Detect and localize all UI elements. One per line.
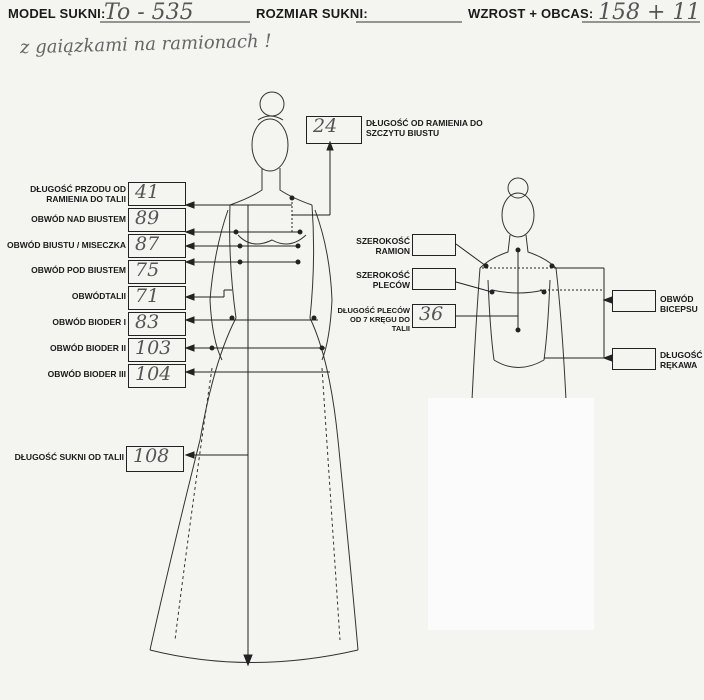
box-skirt-length[interactable]: 108: [126, 445, 184, 472]
box-waist[interactable]: 71: [128, 285, 186, 310]
box-biceps[interactable]: [612, 290, 656, 312]
box-above-bust[interactable]: 89: [128, 207, 186, 232]
label-waist: OBWÓDTALII: [71, 291, 126, 301]
label-front-length: DŁUGOŚĆ PRZODU OD RAMIENIA DO TALII: [30, 184, 126, 204]
box-under-bust[interactable]: 75: [128, 259, 186, 284]
box-bust[interactable]: 87: [128, 233, 186, 258]
label-skirt-length: DŁUGOŚĆ SUKNI OD TALII: [14, 452, 124, 462]
label-hips-1: OBWÓD BIODER I: [52, 317, 126, 327]
label-back-width: SZEROKOŚĆ PLECÓW: [356, 270, 410, 290]
box-hips-2[interactable]: 103: [128, 337, 186, 362]
box-hips-3[interactable]: 104: [128, 363, 186, 388]
height-label: WZROST + OBCAS:: [468, 6, 594, 21]
model-value: To - 535: [104, 0, 194, 25]
box-back-width[interactable]: [412, 268, 456, 290]
height-value: 158 + 11: [598, 0, 701, 25]
box-sleeve-length[interactable]: [612, 348, 656, 370]
label-bust: OBWÓD BIUSTU / MISECZKA: [7, 240, 126, 250]
label-shoulder-width: SZEROKOŚĆ RAMION: [356, 236, 410, 256]
label-sleeve-length: DŁUGOŚĆ RĘKAWA: [660, 350, 703, 370]
box-shoulder-bust[interactable]: 24: [306, 115, 362, 144]
label-under-bust: OBWÓD POD BIUSTEM: [31, 265, 126, 275]
label-back-length: DŁUGOŚĆ PLECÓW OD 7 KRĘGU DO TALII: [337, 306, 411, 333]
label-above-bust: OBWÓD NAD BIUSTEM: [31, 214, 126, 224]
label-hips-3: OBWÓD BIODER III: [47, 369, 126, 379]
size-label: ROZMIAR SUKNI:: [256, 6, 368, 21]
blank-area: [428, 398, 594, 630]
label-shoulder-bust: DŁUGOŚĆ OD RAMIENIA DO SZCZYTU BIUSTU: [366, 118, 483, 138]
label-biceps: OBWÓD BICEPSU: [660, 294, 698, 314]
box-hips-1[interactable]: 83: [128, 311, 186, 336]
label-hips-2: OBWÓD BIODER II: [49, 343, 126, 353]
model-label: MODEL SUKNI:: [8, 6, 106, 21]
box-back-length[interactable]: 36: [412, 303, 456, 328]
box-front-length[interactable]: 41: [128, 181, 186, 206]
box-shoulder-width[interactable]: [412, 234, 456, 256]
